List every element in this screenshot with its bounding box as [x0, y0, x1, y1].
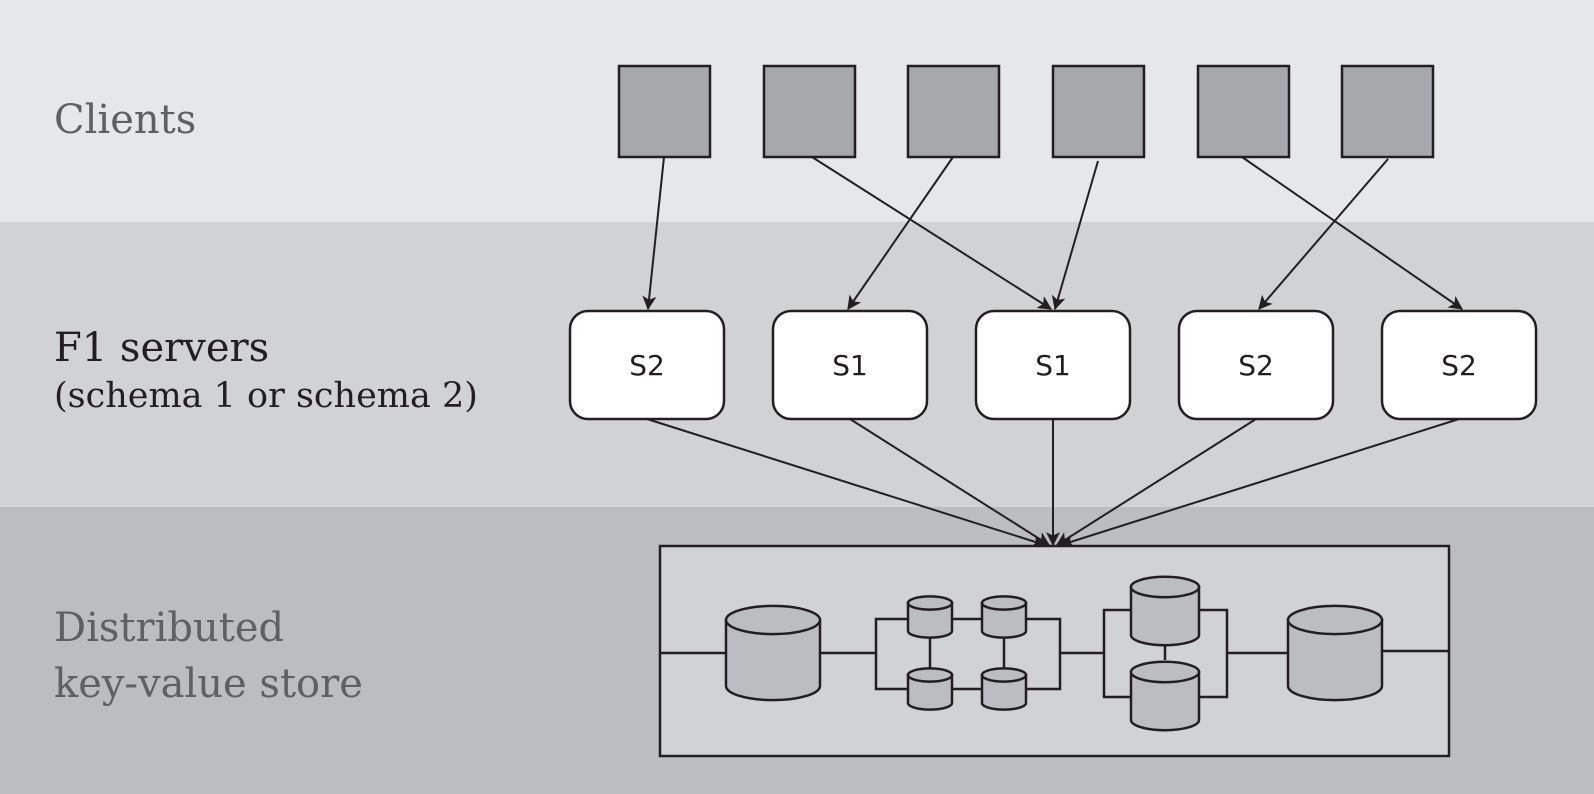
database-cylinder — [724, 604, 822, 702]
client-server-arrow — [847, 156, 954, 310]
database-cylinder — [980, 667, 1028, 711]
client-box — [906, 64, 1001, 159]
client-server-arrow — [1258, 158, 1389, 310]
database-cylinder — [906, 667, 954, 711]
client-box — [1340, 64, 1435, 159]
server-label: S1 — [832, 349, 868, 382]
client-box — [1051, 64, 1146, 159]
store-label-line2: key-value store — [54, 661, 363, 707]
server-box: S2 — [1177, 309, 1335, 421]
client-box — [762, 64, 857, 159]
database-cylinder — [980, 595, 1028, 639]
database-cylinder — [1129, 575, 1201, 647]
database-cylinder — [906, 595, 954, 639]
server-box: S2 — [1380, 309, 1538, 421]
clients-label: Clients — [54, 97, 197, 143]
server-box: S2 — [568, 309, 726, 421]
server-box: S1 — [974, 309, 1132, 421]
servers-label-block: F1 servers (schema 1 or schema 2) — [54, 322, 478, 420]
servers-label: F1 servers — [54, 325, 270, 371]
server-store-arrow — [1056, 418, 1257, 546]
client-server-arrow — [1051, 160, 1099, 311]
store-label-line1: Distributed — [54, 605, 285, 651]
client-server-arrow — [642, 156, 665, 311]
store-wiring — [660, 608, 1449, 699]
clients-group — [617, 64, 1435, 159]
server-box-frame — [1380, 309, 1538, 421]
server-box: S1 — [771, 309, 929, 421]
servers-group: S2 S1 S1 S2 S2 — [568, 309, 1538, 421]
client-box — [1196, 64, 1291, 159]
client-server-arrow — [1241, 156, 1463, 310]
database-cylinder — [1286, 604, 1384, 702]
server-box-frame — [568, 309, 726, 421]
server-box-frame — [974, 309, 1132, 421]
server-box-frame — [1177, 309, 1335, 421]
servers-sublabel: (schema 1 or schema 2) — [54, 376, 478, 416]
server-label: S2 — [1238, 349, 1274, 382]
client-box — [617, 64, 712, 159]
server-box-frame — [771, 309, 929, 421]
server-label: S2 — [1441, 349, 1477, 382]
server-label: S1 — [1035, 349, 1071, 382]
key-value-store — [658, 544, 1451, 758]
storage-nodes — [724, 575, 1384, 732]
database-cylinder — [1129, 660, 1201, 732]
store-connections — [646, 418, 1460, 548]
server-store-arrow — [1059, 418, 1460, 548]
server-store-arrow — [646, 418, 1047, 548]
client-server-arrow — [811, 156, 1052, 310]
server-store-arrow — [849, 418, 1050, 546]
client-connections — [642, 156, 1463, 311]
server-label: S2 — [629, 349, 665, 382]
store-label-block: Distributed key-value store — [54, 600, 363, 712]
